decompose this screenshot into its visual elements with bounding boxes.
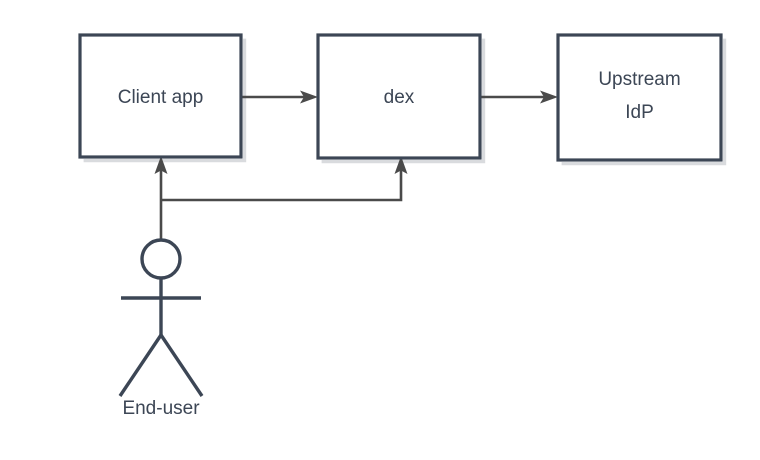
edge-end-user-to-client-app-arrowhead: [154, 156, 168, 174]
edge-end-user-to-dex[interactable]: [161, 156, 408, 202]
client-app-rect: [78, 33, 243, 159]
edge-client-app-to-dex-arrowhead: [300, 90, 318, 104]
upstream-idp-label-line-1: Upstream: [598, 69, 680, 90]
actor-end-user[interactable]: End-user: [118, 238, 204, 419]
end-user-leg-left: [118, 334, 163, 397]
dex-label: dex: [384, 87, 415, 108]
dex-rect: [316, 33, 482, 160]
node-client-app[interactable]: Client app: [78, 33, 243, 159]
end-user-label: End-user: [122, 398, 200, 419]
edge-end-user-to-client-app[interactable]: [154, 156, 168, 241]
dex-shadow: [321, 38, 486, 164]
edge-end-user-to-dex-line: [161, 170, 403, 202]
upstream-idp-rect: [556, 33, 723, 162]
edge-dex-to-upstream-idp[interactable]: [481, 90, 558, 104]
client-app-shadow: [83, 38, 247, 163]
node-dex[interactable]: dex: [316, 33, 482, 160]
edge-client-app-to-dex[interactable]: [241, 90, 318, 104]
edge-end-user-to-dex-arrowhead: [394, 156, 408, 174]
end-user-leg-right: [159, 334, 204, 397]
upstream-idp-shadow: [561, 38, 727, 166]
edge-dex-to-upstream-idp-arrowhead: [540, 90, 558, 104]
client-app-label: Client app: [118, 87, 204, 108]
node-upstream-idp[interactable]: Upstream IdP: [556, 33, 723, 162]
node-shadows: [83, 38, 727, 166]
upstream-idp-label-line-2: IdP: [625, 102, 654, 123]
end-user-head-icon: [140, 238, 182, 280]
